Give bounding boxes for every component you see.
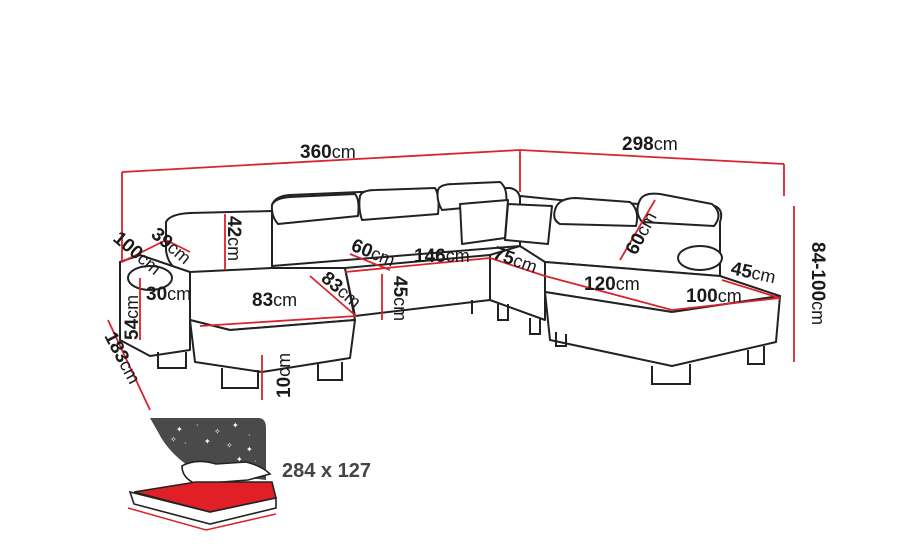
pillow-1 bbox=[459, 199, 509, 245]
dim-line-100-left bbox=[121, 239, 167, 263]
dim-label-45-seat: 45cm bbox=[389, 276, 410, 321]
dim-label-30: 30cm bbox=[146, 284, 191, 305]
dim-line-83-depth bbox=[309, 275, 357, 317]
left-bolster bbox=[127, 265, 173, 291]
dim-line-83-seat bbox=[199, 315, 357, 327]
svg-text:✦: ✦ bbox=[236, 455, 243, 464]
sofa-legs bbox=[157, 300, 765, 389]
svg-text:✦: ✦ bbox=[204, 437, 211, 446]
bed-base bbox=[128, 490, 277, 525]
dim-label-146: 146cm bbox=[414, 246, 470, 267]
dim-line-100-right bbox=[671, 297, 781, 311]
dim-line-146 bbox=[344, 257, 491, 273]
leg bbox=[497, 304, 509, 321]
svg-text:·: · bbox=[254, 457, 257, 466]
svg-text:✦: ✦ bbox=[176, 425, 183, 434]
dim-line-60-right bbox=[619, 199, 656, 261]
dim-line-298 bbox=[519, 149, 785, 165]
pillow-2 bbox=[504, 203, 553, 245]
headrest-1 bbox=[270, 193, 360, 225]
leg bbox=[555, 332, 567, 347]
headrest-right-1 bbox=[553, 197, 639, 227]
dim-line-39 bbox=[165, 239, 191, 253]
headrest-right-2 bbox=[636, 192, 720, 227]
dim-label-100-right: 100cm bbox=[686, 286, 742, 307]
sofa-outline bbox=[119, 181, 781, 373]
svg-text:✦: ✦ bbox=[246, 445, 253, 454]
leg bbox=[157, 352, 187, 369]
dim-line-60-left bbox=[349, 253, 391, 271]
svg-text:✧: ✧ bbox=[214, 427, 221, 436]
right-bolster bbox=[677, 245, 723, 271]
headrest-2 bbox=[358, 187, 440, 221]
dimension-lines bbox=[107, 149, 795, 411]
dim-label-83-seat: 83cm bbox=[252, 290, 297, 311]
dim-label-42: 42cm bbox=[223, 216, 244, 261]
leg bbox=[529, 318, 541, 335]
svg-text:✦: ✦ bbox=[232, 421, 239, 430]
dim-line-ext bbox=[121, 150, 785, 262]
svg-text:✧: ✧ bbox=[226, 441, 233, 450]
leg bbox=[651, 364, 691, 385]
bed-dim-line bbox=[127, 507, 277, 531]
dim-label-84-100: 84-100cm bbox=[807, 242, 828, 325]
dim-label-45-right: 45cm bbox=[729, 258, 778, 288]
dim-line-120 bbox=[544, 275, 673, 311]
stars: ✦·✧ ✦·· ✦✧✦ ✧·✦ bbox=[170, 421, 257, 466]
svg-text:·: · bbox=[248, 431, 251, 440]
dim-label-120: 120cm bbox=[584, 274, 640, 295]
dim-line-45-right bbox=[721, 279, 781, 299]
leg bbox=[221, 368, 259, 389]
bed-size-label: 284 x 127 bbox=[282, 460, 371, 482]
svg-text:✧: ✧ bbox=[170, 435, 177, 444]
bed-pillows bbox=[181, 460, 272, 485]
chaise-front bbox=[189, 319, 356, 373]
dim-label-360: 360cm bbox=[300, 142, 356, 163]
dim-line-183 bbox=[107, 319, 151, 411]
svg-text:·: · bbox=[184, 439, 187, 448]
dim-line-360 bbox=[121, 149, 521, 173]
dim-label-10: 10cm bbox=[274, 353, 295, 398]
dim-line-75 bbox=[489, 257, 546, 277]
leg bbox=[747, 346, 765, 365]
bed-inset: ✦·✧ ✦·· ✦✧✦ ✧·✦ 284 x 127 bbox=[127, 418, 371, 531]
dim-label-298: 298cm bbox=[622, 134, 678, 155]
svg-text:·: · bbox=[196, 421, 199, 430]
leg bbox=[317, 362, 343, 381]
right-front bbox=[544, 291, 781, 367]
dim-label-54: 54cm bbox=[122, 295, 143, 340]
